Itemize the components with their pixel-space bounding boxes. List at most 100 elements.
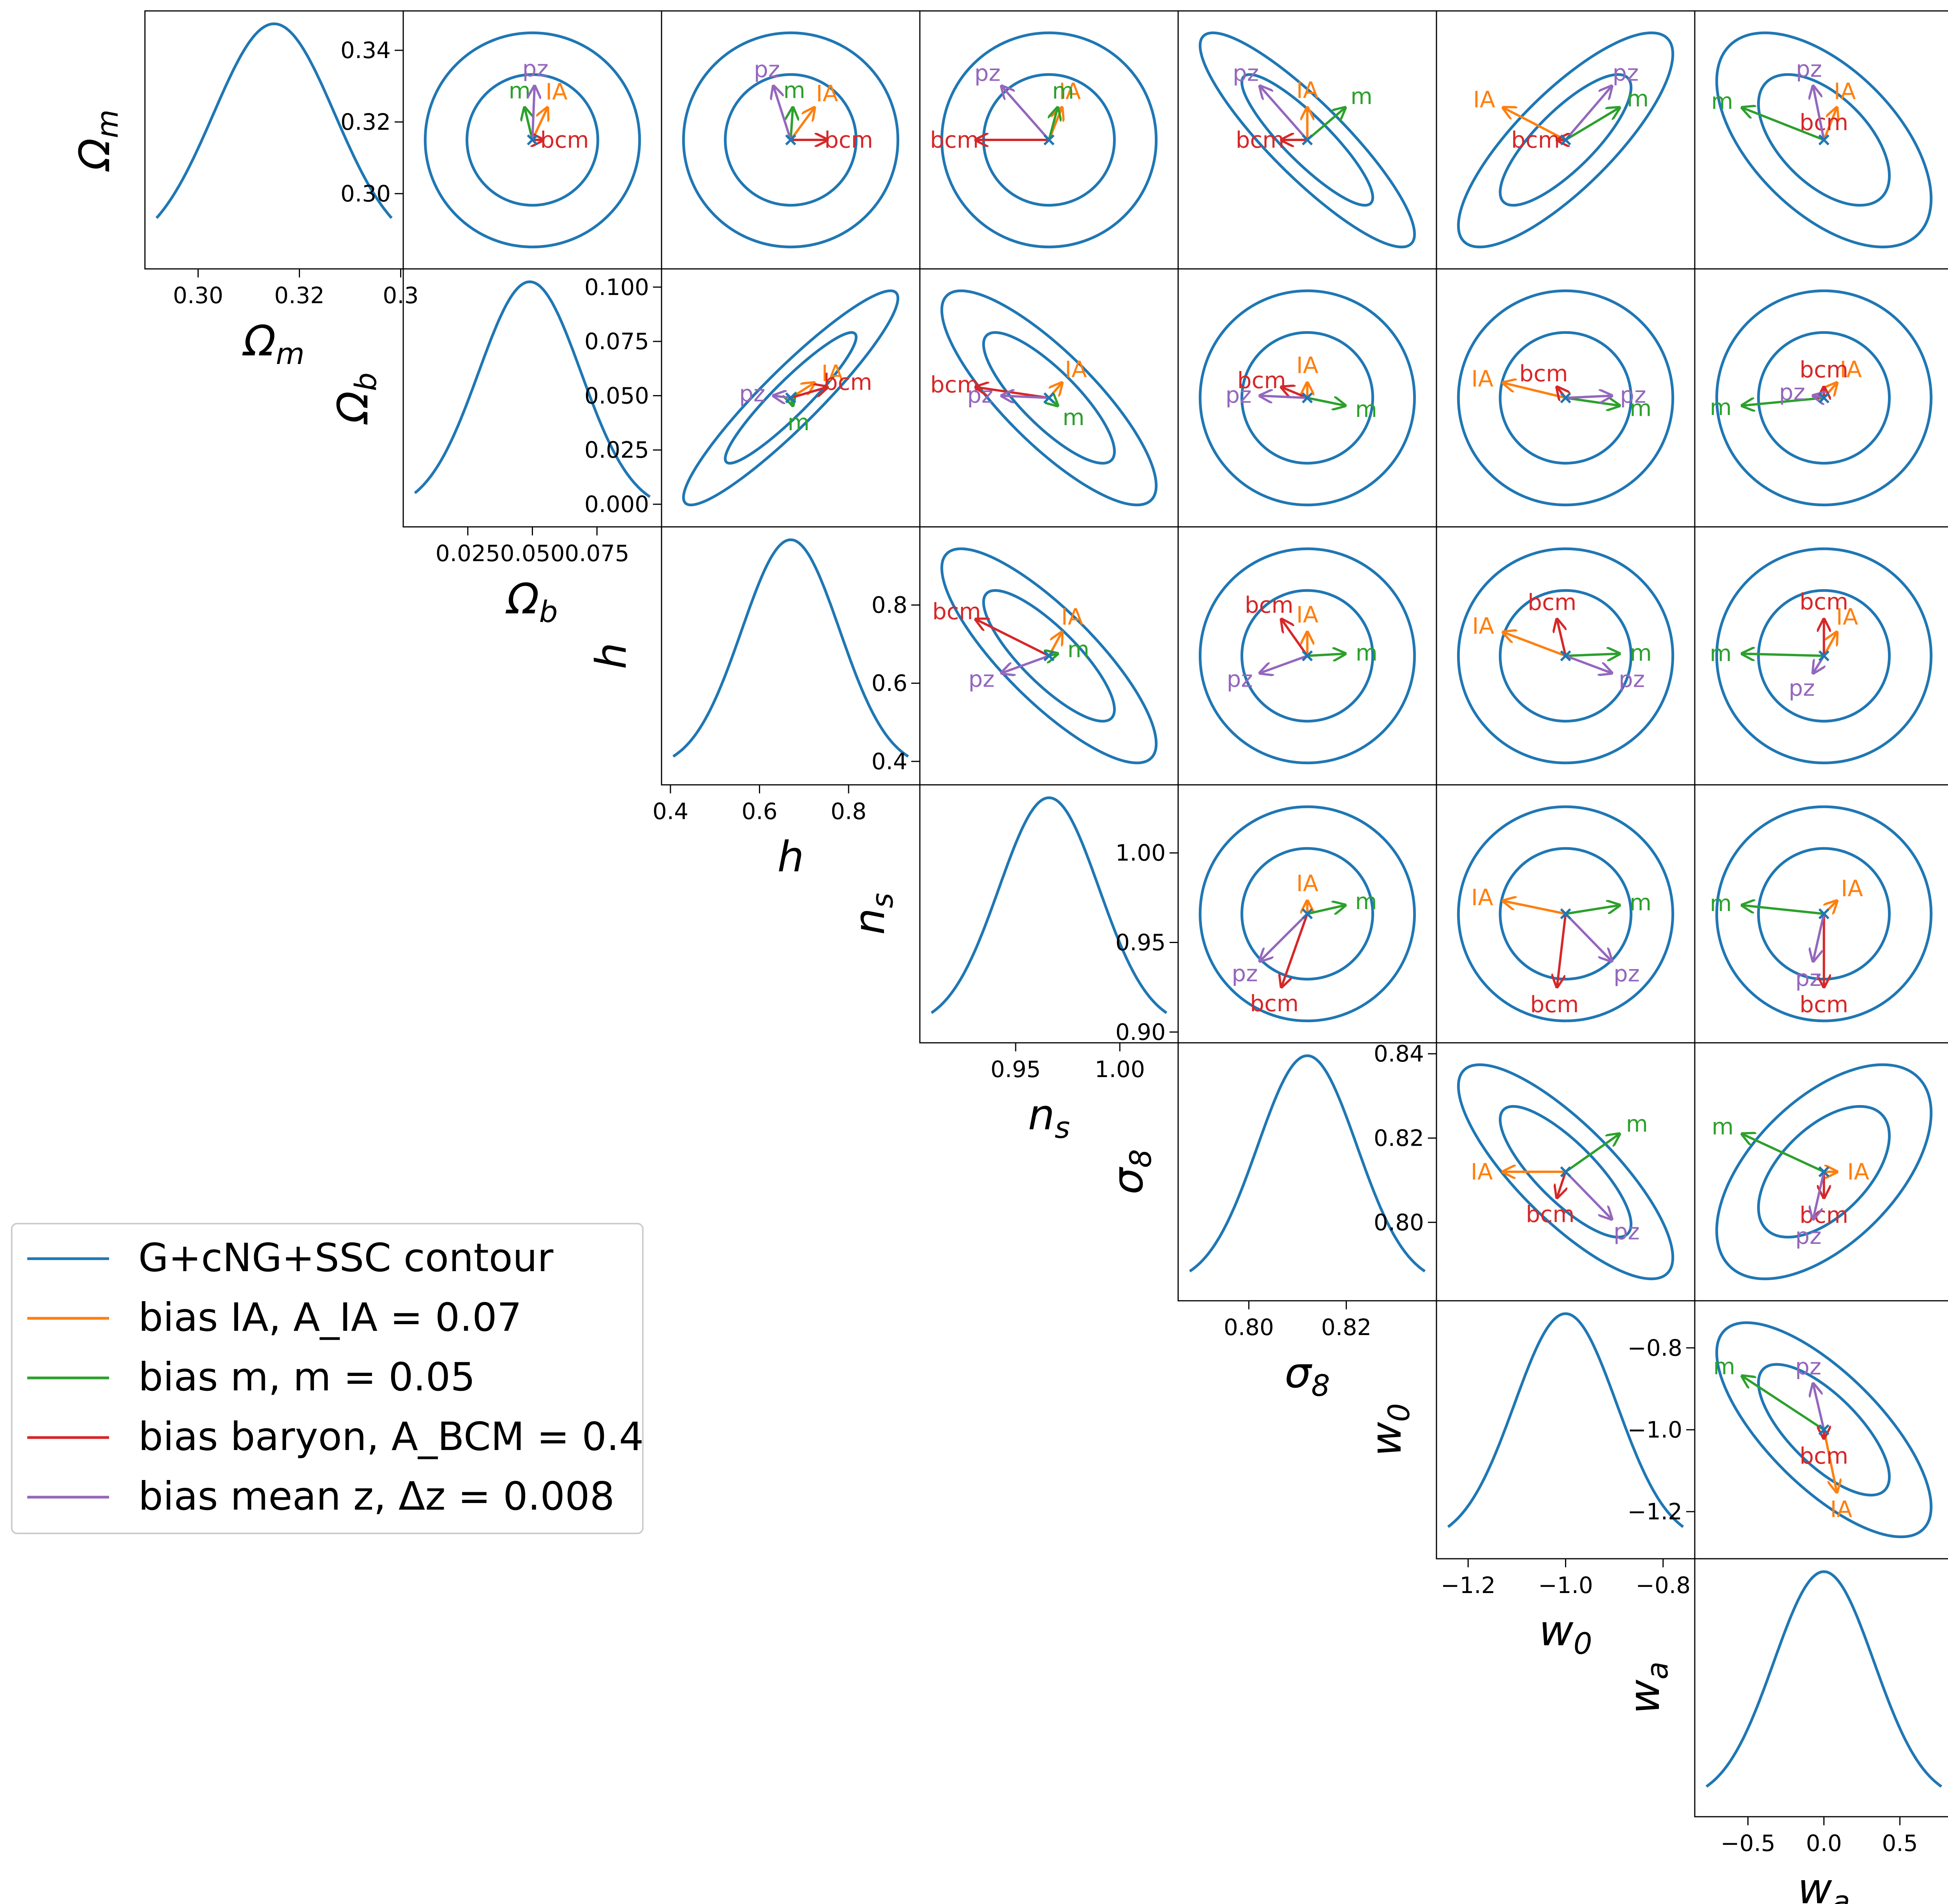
bias-label-pz: pz (967, 382, 993, 408)
bias-arrow-bcm (1557, 913, 1567, 987)
contour-inner (1499, 847, 1632, 981)
bias-arrow-m (1565, 1134, 1620, 1173)
y-tick-label: 0.84 (1374, 1040, 1424, 1067)
bias-arrow-m (791, 108, 793, 140)
x-tick-label: −1.2 (1441, 1572, 1496, 1598)
contour-inner (724, 331, 858, 465)
bias-arrow-m (1307, 398, 1345, 406)
bias-arrow-pz (1565, 1171, 1612, 1219)
bias-label-m: m (788, 409, 810, 436)
fiducial-marker (1302, 134, 1313, 146)
bias-label-pz: pz (1795, 965, 1821, 991)
y-tick-label: 0.6 (872, 670, 907, 696)
bias-arrow-pz (773, 86, 792, 140)
bias-label-pz: pz (974, 60, 1000, 86)
bias-label-bcm: bcm (930, 127, 979, 153)
bias-label-m: m (1630, 889, 1652, 916)
bias-arrow-ia (1503, 901, 1566, 915)
y-tick-label: −0.8 (1627, 1335, 1682, 1361)
bias-label-pz: pz (522, 55, 549, 82)
bias-label-m: m (1712, 1113, 1734, 1140)
bias-arrow-pz (1565, 655, 1612, 673)
contour-inner (1240, 847, 1374, 981)
bias-label-ia: IA (1296, 870, 1318, 897)
bias-arrow-m (1565, 654, 1620, 656)
bias-arrow-ia (1823, 1429, 1837, 1492)
panel-frame (1694, 1558, 1948, 1817)
bias-label-bcm: bcm (1526, 1201, 1574, 1228)
x-tick-label: 0.3 (383, 282, 418, 309)
bias-arrow-pz (1813, 913, 1825, 961)
legend-frame (11, 1223, 644, 1534)
x-tick-label: 0.050 (500, 540, 565, 567)
contour-outer (1715, 289, 1933, 507)
bias-label-bcm: bcm (932, 598, 981, 625)
x-tick-label: 0.82 (1321, 1314, 1371, 1341)
y-axis-label: σ8 (1104, 1149, 1158, 1195)
bias-arrow-pz (533, 86, 535, 140)
y-tick-label: 0.32 (341, 109, 391, 135)
bias-label-bcm: bcm (930, 371, 979, 398)
contour-inner (982, 589, 1116, 723)
bias-label-bcm: bcm (1800, 1443, 1848, 1469)
bias-label-ia: IA (1830, 1496, 1852, 1522)
bias-label-ia: IA (1841, 875, 1863, 902)
legend-label-2: bias m, m = 0.05 (138, 1354, 475, 1400)
bias-label-pz: pz (1613, 1219, 1639, 1245)
bias-label-pz: pz (1789, 675, 1815, 701)
bias-label-m: m (783, 77, 805, 103)
y-tick-label: 0.30 (341, 180, 391, 207)
bias-label-m: m (1355, 396, 1377, 422)
bias-arrow-m (1742, 397, 1824, 406)
y-axis-label: Ωm (71, 110, 125, 172)
y-tick-label: 0.4 (872, 748, 907, 775)
bias-label-pz: pz (1233, 60, 1259, 86)
fiducial-marker (1560, 1166, 1571, 1178)
bias-label-bcm: bcm (1800, 588, 1848, 615)
x-axis-label: h (777, 833, 804, 881)
bias-label-ia: IA (1473, 87, 1495, 113)
fiducial-marker (527, 134, 538, 146)
panel-frame (919, 784, 1179, 1044)
posterior-curve (1705, 1570, 1943, 1788)
contour-outer (1457, 805, 1675, 1023)
x-tick-label: −1.0 (1538, 1572, 1593, 1598)
bias-label-pz: pz (1613, 961, 1639, 987)
bias-arrow-m (1565, 108, 1620, 141)
y-axis-label: wa (1620, 1662, 1675, 1714)
bias-arrow-pz (1565, 913, 1612, 961)
fiducial-marker (1302, 650, 1313, 662)
bias-label-m: m (1710, 640, 1732, 666)
bias-label-m: m (1627, 85, 1649, 112)
bias-label-ia: IA (1471, 884, 1493, 911)
contour-inner (1240, 73, 1374, 207)
bias-label-ia: IA (1471, 1159, 1493, 1185)
y-axis-label: Ωb (329, 373, 383, 425)
contour-outer (1457, 547, 1675, 765)
bias-arrow-m (1742, 108, 1824, 141)
posterior-curve (155, 22, 393, 219)
bias-label-ia: IA (1834, 78, 1856, 104)
legend-label-0: G+cNG+SSC contour (138, 1235, 554, 1281)
contour-inner (1240, 331, 1374, 465)
contour-outer (1198, 289, 1416, 507)
fiducial-marker (1560, 134, 1571, 146)
fiducial-marker (1043, 650, 1055, 662)
bias-label-ia: IA (1296, 601, 1318, 628)
